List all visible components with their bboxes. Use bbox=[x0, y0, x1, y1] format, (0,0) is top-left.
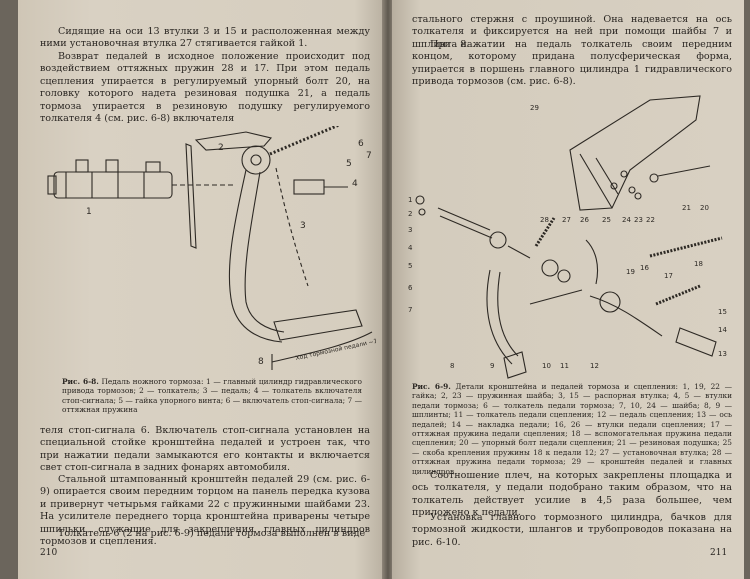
caption-6-9-title: Рис. 6-9. bbox=[412, 382, 451, 391]
fig-6-9-label-7: 7 bbox=[408, 306, 412, 314]
fig-6-9-label-19: 19 bbox=[626, 268, 635, 276]
fig-6-8-label-3: 3 bbox=[300, 221, 306, 231]
fig-6-8-label-2: 2 bbox=[218, 143, 224, 153]
fig-6-9-label-16: 16 bbox=[640, 264, 649, 272]
fig-6-9-label-14: 14 bbox=[718, 326, 727, 334]
fig-6-9-label-27: 27 bbox=[562, 216, 571, 224]
fig-6-9-label-6: 6 bbox=[408, 284, 413, 292]
figure-6-9-caption: Рис. 6-9. Детали кронштейна и педалей то… bbox=[412, 382, 732, 476]
left-page: Сидящие на оси 13 втулки 3 и 15 и распол… bbox=[18, 0, 384, 579]
fig-6-8-label-7: 7 bbox=[366, 151, 372, 161]
fig-6-9-label-17: 17 bbox=[664, 272, 673, 280]
caption-6-8-text: Педаль ножного тормоза: 1 — главный цили… bbox=[62, 377, 362, 415]
fig-6-9-label-25: 25 bbox=[602, 216, 611, 224]
fig-6-8-label-1: 1 bbox=[86, 207, 92, 217]
fig-6-9-label-20: 20 bbox=[700, 204, 709, 212]
left-paragraph-1: Сидящие на оси 13 втулки 3 и 15 и распол… bbox=[40, 26, 370, 50]
caption-6-8-title: Рис. 6-8. bbox=[62, 377, 99, 386]
right-paragraph-1: стального стержня с проушиной. Она надев… bbox=[412, 14, 732, 50]
fig-6-8-dimension: Ход тормозной педали ~140 bbox=[295, 336, 376, 362]
fig-6-9-label-15: 15 bbox=[718, 308, 727, 316]
fig-6-8-label-5: 5 bbox=[346, 159, 352, 169]
fig-6-9-label-3: 3 bbox=[408, 226, 412, 234]
left-paragraph-3: теля стоп-сигнала 6. Включатель стоп-сиг… bbox=[40, 425, 370, 474]
left-paragraph-2: Возврат педалей в исходное положение про… bbox=[40, 51, 370, 125]
fig-6-8-label-4: 4 bbox=[352, 179, 358, 189]
fig-6-9-label-5: 5 bbox=[408, 262, 412, 270]
left-paragraph-4: Стальной штампованный кронштейн педалей … bbox=[40, 474, 370, 548]
fig-6-9-label-24: 24 bbox=[622, 216, 631, 224]
right-paragraph-4: Установка главного тормозного цилиндра, … bbox=[412, 512, 732, 548]
fig-6-9-label-10: 10 bbox=[542, 362, 551, 370]
fig-6-9-label-28: 28 bbox=[540, 216, 549, 224]
fig-6-9-label-18: 18 bbox=[694, 260, 703, 268]
fig-6-9-label-13: 13 bbox=[718, 350, 727, 358]
figure-6-8-brake-pedal: 1 2 3 4 5 6 7 8 Ход тормозной педали ~14… bbox=[47, 126, 376, 370]
book-gutter bbox=[382, 0, 394, 579]
fig-6-9-label-29: 29 bbox=[530, 104, 539, 112]
left-paragraph-5: Толкатель 6 (2 на рис. 6-9) педали тормо… bbox=[58, 528, 366, 539]
fig-6-9-label-2: 2 bbox=[408, 210, 412, 218]
fig-6-8-label-6: 6 bbox=[358, 139, 364, 149]
right-paragraph-3: Соотношение плеч, на которых закреплены … bbox=[412, 470, 732, 519]
fig-6-9-label-23: 23 bbox=[634, 216, 643, 224]
fig-6-9-label-4: 4 bbox=[408, 244, 413, 252]
figure-6-9-pedal-parts: 29 1 2 3 4 5 6 7 8 9 10 11 12 13 14 15 1… bbox=[408, 95, 727, 379]
fig-6-9-label-21: 21 bbox=[682, 204, 691, 212]
right-page: стального стержня с проушиной. Она надев… bbox=[392, 0, 744, 579]
fig-6-9-label-12: 12 bbox=[590, 362, 599, 370]
caption-6-9-text: Детали кронштейна и педалей тормоза и сц… bbox=[412, 382, 732, 476]
fig-6-9-label-1: 1 bbox=[408, 196, 412, 204]
fig-6-9-label-11: 11 bbox=[560, 362, 569, 370]
left-page-number: 210 bbox=[40, 548, 58, 558]
figure-6-8-caption: Рис. 6-8. Педаль ножного тормоза: 1 — гл… bbox=[62, 377, 362, 415]
fig-6-9-label-26: 26 bbox=[580, 216, 589, 224]
right-page-number: 211 bbox=[710, 548, 728, 558]
fig-6-9-label-22: 22 bbox=[646, 216, 655, 224]
fig-6-9-label-9: 9 bbox=[490, 362, 494, 370]
fig-6-8-label-8: 8 bbox=[258, 357, 264, 367]
fig-6-9-label-8: 8 bbox=[450, 362, 454, 370]
right-paragraph-2: При нажатии на педаль толкатель своим пе… bbox=[412, 39, 732, 88]
